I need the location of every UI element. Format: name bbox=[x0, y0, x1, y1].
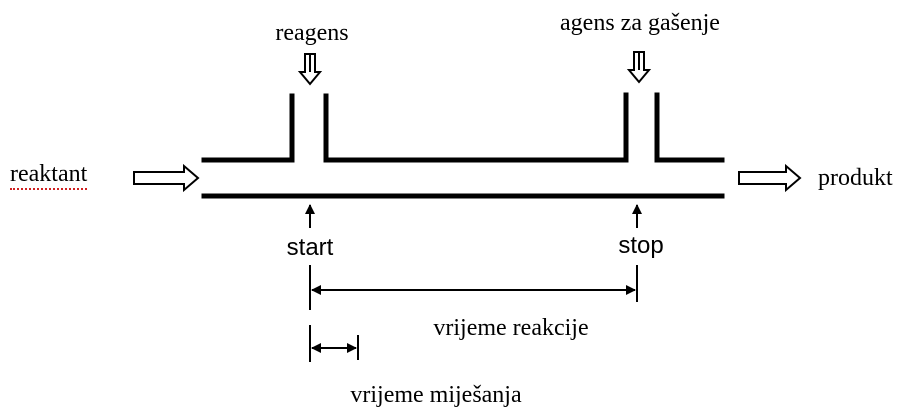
product-label: produkt bbox=[818, 165, 893, 191]
reaction-time-label: vrijeme reakcije bbox=[433, 315, 588, 341]
mixing-time-label: vrijeme miješanja bbox=[350, 382, 522, 408]
product-outflow-arrow-icon bbox=[738, 163, 802, 193]
quench-label: agens za gašenje bbox=[560, 10, 720, 36]
stop-label: stop bbox=[618, 232, 663, 259]
mixing-time-bracket bbox=[309, 325, 359, 362]
reaction-time-bracket bbox=[309, 265, 638, 310]
reagent-label: reagens bbox=[275, 20, 348, 46]
reactant-label-container: reaktant bbox=[10, 161, 88, 190]
flow-tube bbox=[201, 92, 725, 199]
reagent-inlet-arrow-icon bbox=[297, 53, 323, 86]
reactant-label: reaktant bbox=[10, 161, 88, 190]
quench-inlet-arrow-icon bbox=[626, 51, 652, 84]
reactant-inflow-arrow-icon bbox=[133, 163, 200, 193]
start-label: start bbox=[287, 234, 334, 261]
